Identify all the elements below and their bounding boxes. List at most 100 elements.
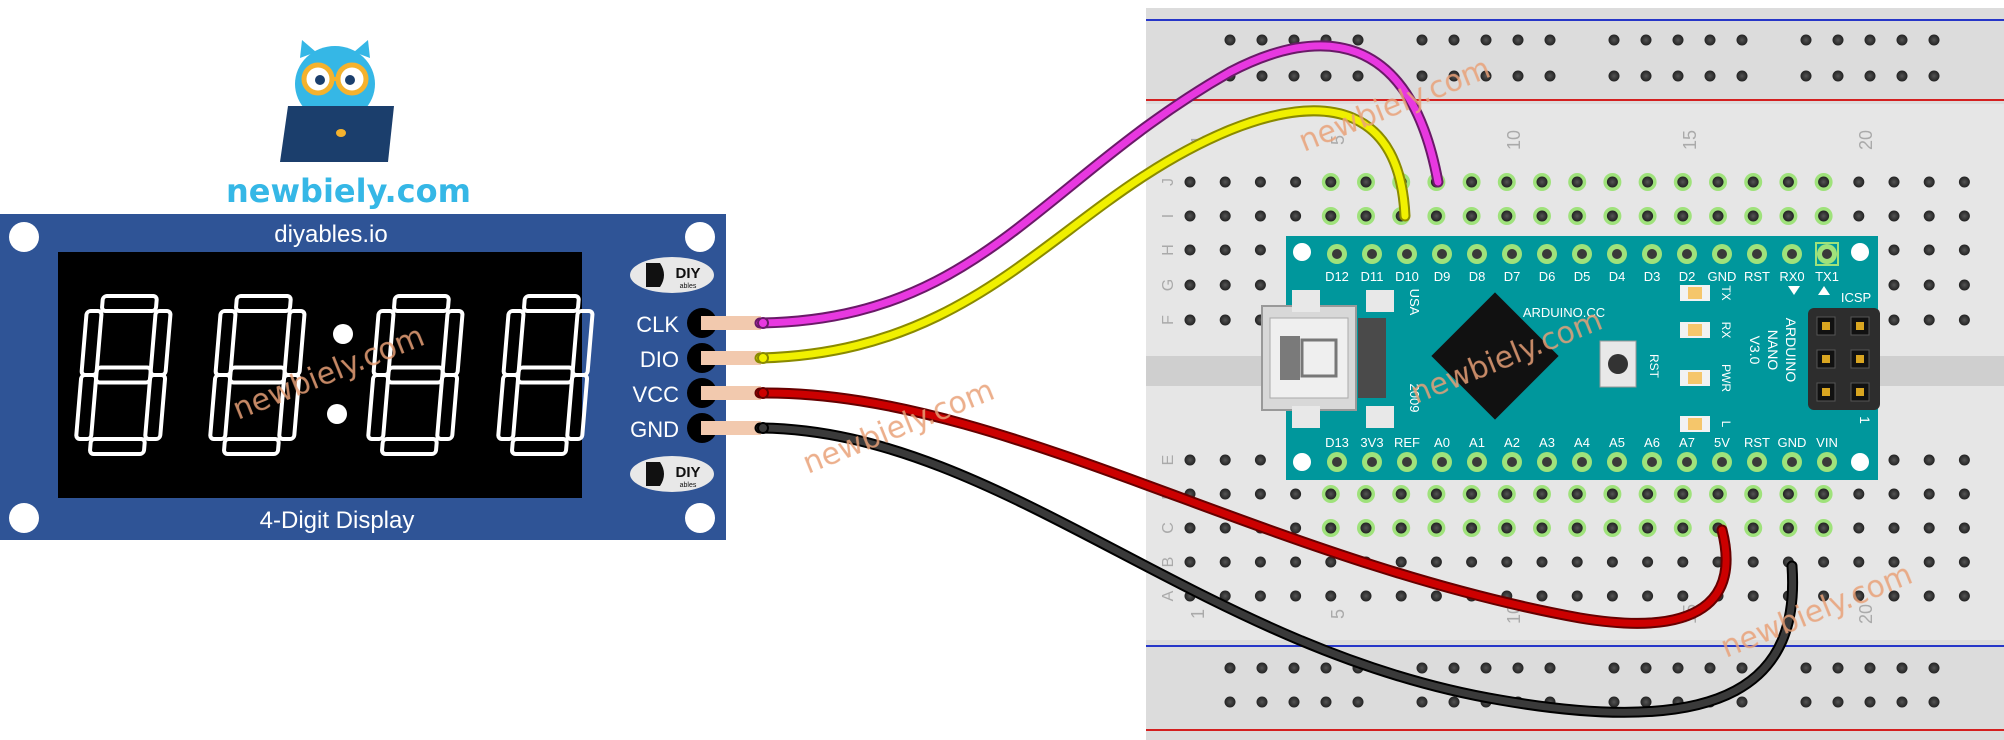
breadboard-hole[interactable] (1219, 454, 1231, 466)
nano-pin[interactable]: D6 (1537, 244, 1557, 284)
breadboard-hole[interactable] (1357, 519, 1375, 537)
breadboard-hole[interactable] (1673, 207, 1692, 225)
pin-gnd[interactable]: GND (630, 413, 761, 443)
breadboard-hole[interactable] (1480, 70, 1492, 82)
breadboard-hole[interactable] (1321, 485, 1340, 503)
breadboard-hole[interactable] (1606, 556, 1618, 568)
breadboard-hole[interactable] (1800, 34, 1812, 46)
breadboard-hole[interactable] (1603, 173, 1622, 191)
breadboard-hole[interactable] (1256, 696, 1268, 708)
breadboard-hole[interactable] (1704, 70, 1716, 82)
nano-pin[interactable]: 5V (1712, 435, 1732, 472)
breadboard-hole[interactable] (1704, 662, 1716, 674)
breadboard-hole[interactable] (1571, 556, 1583, 568)
breadboard-hole[interactable] (1888, 488, 1900, 500)
breadboard-hole[interactable] (1427, 207, 1446, 225)
breadboard-hole[interactable] (1395, 590, 1407, 602)
breadboard-hole[interactable] (1923, 590, 1935, 602)
pin-dio[interactable]: DIO (640, 343, 761, 373)
breadboard-hole[interactable] (1800, 70, 1812, 82)
breadboard-hole[interactable] (1958, 244, 1970, 256)
breadboard-hole[interactable] (1544, 70, 1556, 82)
breadboard-hole[interactable] (1352, 34, 1364, 46)
breadboard-hole[interactable] (1512, 34, 1524, 46)
breadboard-hole[interactable] (1958, 176, 1970, 188)
breadboard-hole[interactable] (1673, 519, 1692, 537)
breadboard-hole[interactable] (1224, 696, 1236, 708)
breadboard-hole[interactable] (1864, 70, 1876, 82)
breadboard-hole[interactable] (1219, 176, 1231, 188)
breadboard-hole[interactable] (1864, 662, 1876, 674)
breadboard-hole[interactable] (1254, 210, 1266, 222)
breadboard-hole[interactable] (1184, 522, 1196, 534)
breadboard-hole[interactable] (1320, 662, 1332, 674)
breadboard-hole[interactable] (1923, 488, 1935, 500)
breadboard-hole[interactable] (1224, 662, 1236, 674)
nano-pin[interactable]: D4 (1607, 244, 1627, 284)
breadboard-hole[interactable] (1744, 207, 1763, 225)
breadboard-hole[interactable] (1357, 485, 1375, 503)
breadboard-hole[interactable] (1184, 244, 1196, 256)
breadboard-hole[interactable] (1928, 34, 1940, 46)
breadboard-hole[interactable] (1853, 522, 1865, 534)
breadboard-hole[interactable] (1184, 176, 1196, 188)
breadboard-hole[interactable] (1747, 556, 1759, 568)
breadboard-hole[interactable] (1533, 519, 1551, 537)
nano-pin[interactable]: GND (1708, 244, 1737, 284)
reset-button[interactable] (1599, 340, 1637, 388)
breadboard-hole[interactable] (1256, 34, 1268, 46)
breadboard-hole[interactable] (1254, 488, 1266, 500)
breadboard-hole[interactable] (1448, 70, 1460, 82)
breadboard-hole[interactable] (1853, 176, 1865, 188)
nano-pin[interactable]: D12 (1325, 244, 1349, 284)
nano-pin[interactable]: D3 (1642, 244, 1662, 284)
breadboard-hole[interactable] (1533, 207, 1551, 225)
breadboard-hole[interactable] (1603, 485, 1622, 503)
breadboard-hole[interactable] (1958, 279, 1970, 291)
breadboard-hole[interactable] (1704, 34, 1716, 46)
breadboard-hole[interactable] (1672, 70, 1684, 82)
nano-pin[interactable]: D13 (1325, 435, 1349, 472)
breadboard-hole[interactable] (1853, 210, 1865, 222)
breadboard-hole[interactable] (1256, 70, 1268, 82)
breadboard-hole[interactable] (1814, 519, 1833, 537)
breadboard-hole[interactable] (1958, 488, 1970, 500)
breadboard-hole[interactable] (1779, 519, 1798, 537)
breadboard-hole[interactable] (1677, 590, 1689, 602)
breadboard-hole[interactable] (1533, 173, 1551, 191)
nano-pin[interactable]: A6 (1642, 435, 1662, 472)
breadboard-hole[interactable] (1533, 485, 1551, 503)
breadboard-hole[interactable] (1254, 454, 1266, 466)
breadboard-hole[interactable] (1736, 70, 1748, 82)
breadboard-hole[interactable] (1814, 485, 1833, 503)
nano-pin[interactable]: A7 (1677, 435, 1697, 472)
breadboard-hole[interactable] (1466, 556, 1478, 568)
breadboard-hole[interactable] (1673, 173, 1692, 191)
pin-vcc[interactable]: VCC (633, 378, 761, 408)
breadboard-hole[interactable] (1219, 522, 1231, 534)
breadboard-hole[interactable] (1958, 454, 1970, 466)
nano-pin[interactable]: D7 (1502, 244, 1522, 284)
breadboard-hole[interactable] (1321, 207, 1340, 225)
breadboard-hole[interactable] (1568, 485, 1587, 503)
breadboard-hole[interactable] (1864, 34, 1876, 46)
breadboard-hole[interactable] (1638, 207, 1657, 225)
breadboard-hole[interactable] (1290, 522, 1302, 534)
breadboard-hole[interactable] (1958, 210, 1970, 222)
breadboard-hole[interactable] (1254, 279, 1266, 291)
breadboard-hole[interactable] (1254, 244, 1266, 256)
breadboard-hole[interactable] (1896, 662, 1908, 674)
breadboard-hole[interactable] (1497, 485, 1516, 503)
breadboard-hole[interactable] (1568, 173, 1587, 191)
breadboard-hole[interactable] (1357, 173, 1375, 191)
breadboard-hole[interactable] (1320, 696, 1332, 708)
breadboard-hole[interactable] (1736, 696, 1748, 708)
breadboard-hole[interactable] (1923, 314, 1935, 326)
nano-pin[interactable]: D5 (1572, 244, 1592, 284)
breadboard-hole[interactable] (1744, 519, 1763, 537)
breadboard-hole[interactable] (1416, 70, 1428, 82)
breadboard-hole[interactable] (1638, 485, 1657, 503)
breadboard-hole[interactable] (1501, 556, 1513, 568)
breadboard-hole[interactable] (1638, 519, 1657, 537)
nano-pin[interactable]: D9 (1432, 244, 1452, 284)
